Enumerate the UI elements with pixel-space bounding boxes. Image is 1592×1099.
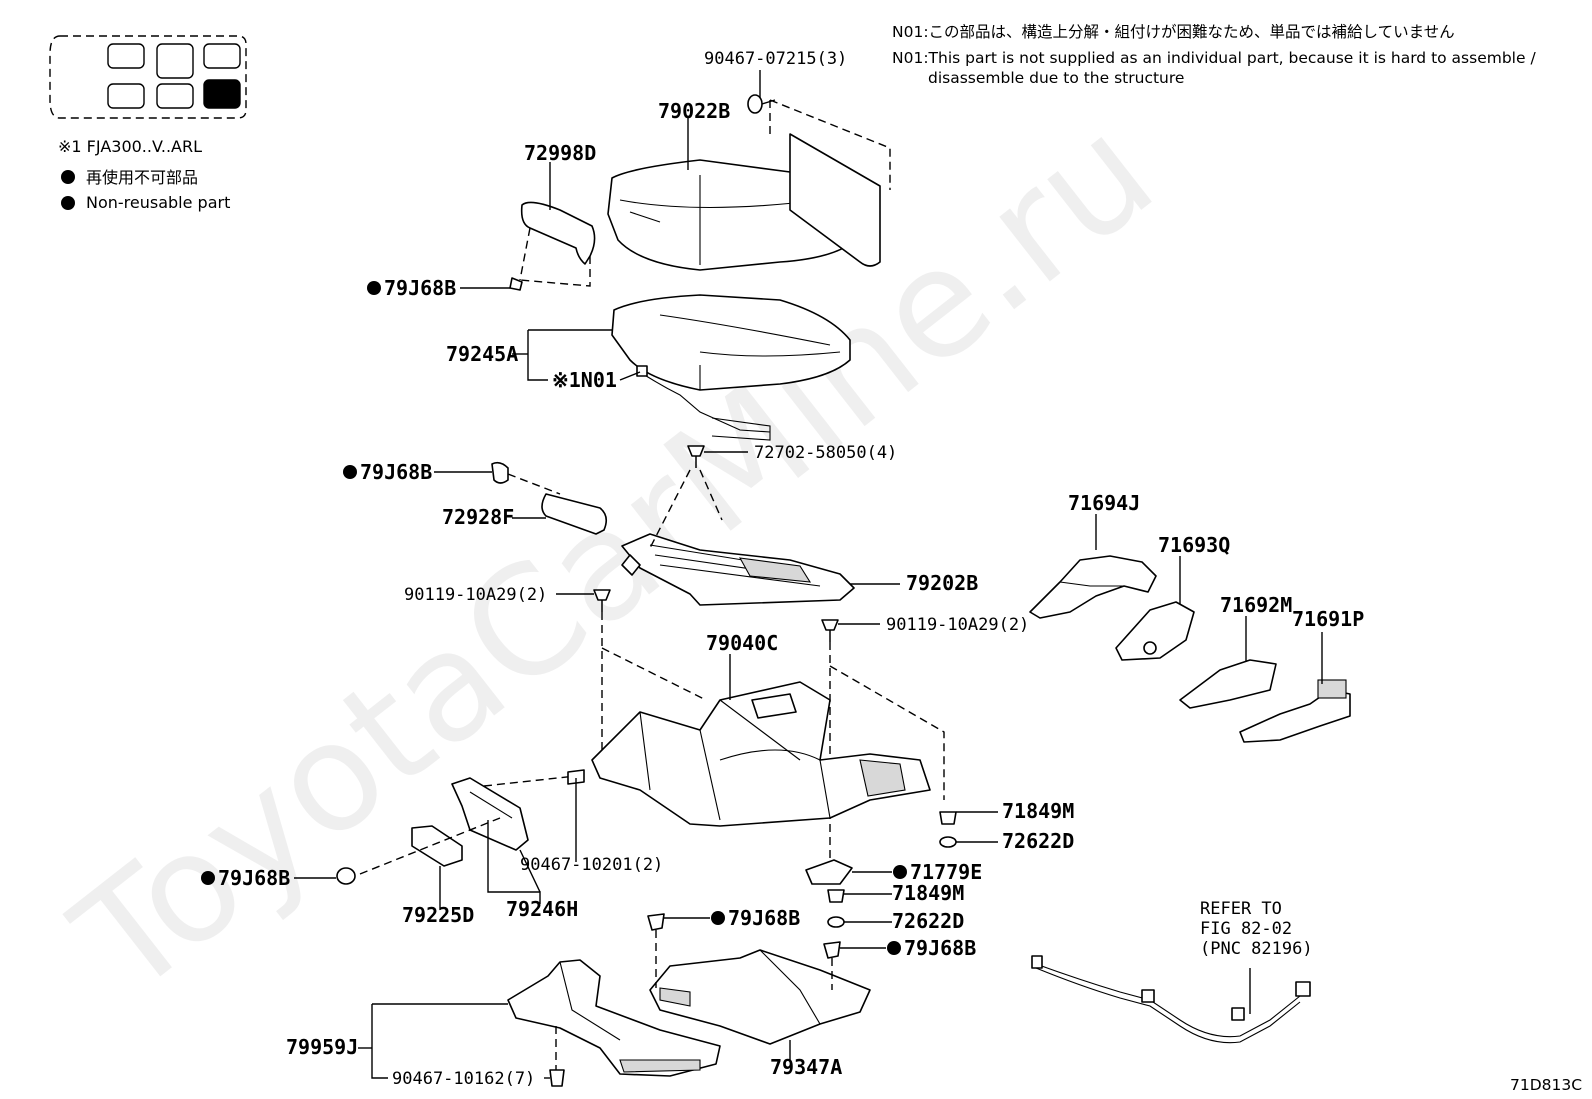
nonreusable-dot-icon (201, 871, 215, 885)
label-79225D[interactable]: 79225D (402, 903, 474, 927)
label-79022B[interactable]: 79022B (658, 99, 730, 123)
label-71849M-bottom[interactable]: 71849M (892, 881, 964, 905)
side-trim-bracket-illustration (411, 825, 463, 867)
nonreusable-dot-icon (61, 196, 75, 210)
label-90467-07215[interactable]: 90467-07215(3) (704, 49, 847, 69)
label-90467-10162[interactable]: 90467-10162(7) (392, 1069, 535, 1089)
label-90467-10201[interactable]: 90467-10201(2) (520, 855, 663, 875)
note-line-jp: N01:この部品は、構造上分解・組付けが困難なため、単品では補給していません (892, 23, 1455, 41)
nonreusable-dot-icon (893, 865, 907, 879)
side-cover-71691P (1239, 679, 1351, 743)
label-79J68B-right[interactable]: 79J68B (904, 936, 976, 960)
clip-icon (827, 889, 845, 903)
label-71694J[interactable]: 71694J (1068, 491, 1140, 515)
label-72622D-bottom[interactable]: 72622D (892, 909, 964, 933)
refer-line-3[interactable]: (PNC 82196) (1200, 939, 1313, 959)
legend-nonreusable-jp: 再使用不可部品 (86, 168, 198, 187)
side-cover-71692M (1179, 659, 1277, 709)
trim-piece-illustration (509, 201, 596, 291)
label-72998D[interactable]: 72998D (524, 141, 596, 165)
label-90119-10A29-left[interactable]: 90119-10A29(2) (404, 585, 547, 605)
refer-line-1[interactable]: REFER TO (1200, 899, 1282, 919)
clip-icon (939, 811, 957, 825)
bracket-illustration (491, 461, 608, 535)
cover-back-panel (769, 99, 891, 267)
label-79J68B-center[interactable]: 79J68B (728, 906, 800, 930)
nonreusable-dot-icon (61, 170, 75, 184)
nonreusable-dot-icon (887, 941, 901, 955)
clip-icon (747, 94, 776, 114)
label-72622D-top[interactable]: 72622D (1002, 829, 1074, 853)
figure-code: 71D813C (1510, 1076, 1582, 1094)
side-trim-illustration (451, 777, 529, 851)
bolt-guide-line (829, 665, 945, 800)
side-cover-71694J (1029, 555, 1157, 619)
legend-model-note: ※1 FJA300..V..ARL (58, 137, 202, 156)
side-cover-71693Q (1115, 601, 1195, 661)
nonreusable-dot-icon (711, 911, 725, 925)
lower-cover-79959J (507, 959, 721, 1087)
label-71779E[interactable]: 71779E (910, 860, 982, 884)
nonreusable-dot-icon (343, 465, 357, 479)
label-71693Q[interactable]: 71693Q (1158, 533, 1230, 557)
label-79J68B-left[interactable]: 79J68B (218, 866, 290, 890)
washer-icon (827, 916, 845, 928)
seat-position-icon (49, 35, 247, 119)
label-79246H[interactable]: 79246H (506, 897, 578, 921)
label-N01[interactable]: ※1N01 (552, 368, 617, 392)
label-79040C[interactable]: 79040C (706, 631, 778, 655)
label-79202B[interactable]: 79202B (906, 571, 978, 595)
refer-line-2[interactable]: FIG 82-02 (1200, 919, 1292, 939)
clip-icon (647, 913, 665, 931)
label-79347A[interactable]: 79347A (770, 1055, 842, 1079)
label-79959J[interactable]: 79959J (286, 1035, 358, 1059)
bolt-icon (687, 445, 705, 468)
label-79J68B-mid[interactable]: 79J68B (360, 460, 432, 484)
note-line-en-2: disassemble due to the structure (928, 69, 1184, 87)
bracket-71779E-illustration (805, 859, 853, 885)
label-72928F[interactable]: 72928F (442, 505, 514, 529)
seat-track-frame-illustration (621, 469, 855, 606)
lower-cover-79347A (649, 930, 871, 1045)
bolt-icon (593, 589, 611, 612)
clip-icon (336, 867, 356, 885)
note-line-en-1: N01:This part is not supplied as an indi… (892, 49, 1536, 67)
trim-guide-line (483, 775, 577, 787)
bolt-icon (821, 619, 839, 642)
seat-heater-wire (636, 365, 771, 441)
nonreusable-dot-icon (367, 281, 381, 295)
label-90119-10A29-right[interactable]: 90119-10A29(2) (886, 615, 1029, 635)
label-72702-58050[interactable]: 72702-58050(4) (754, 443, 897, 463)
seat-cushion-pad-illustration (611, 294, 851, 391)
legend-nonreusable-en: Non-reusable part (86, 193, 230, 212)
label-71849M-top[interactable]: 71849M (1002, 799, 1074, 823)
seat-lower-frame-illustration (591, 681, 931, 827)
label-79J68B-top[interactable]: 79J68B (384, 276, 456, 300)
clip-icon (567, 769, 585, 785)
wire-harness-illustration (1031, 955, 1311, 1044)
label-79245A[interactable]: 79245A (446, 342, 518, 366)
bolt-guide-line (601, 647, 707, 701)
label-71692M[interactable]: 71692M (1220, 593, 1292, 617)
clip-icon (823, 941, 841, 959)
washer-icon (939, 836, 957, 848)
label-71691P[interactable]: 71691P (1292, 607, 1364, 631)
leader-lines (294, 70, 1323, 1079)
